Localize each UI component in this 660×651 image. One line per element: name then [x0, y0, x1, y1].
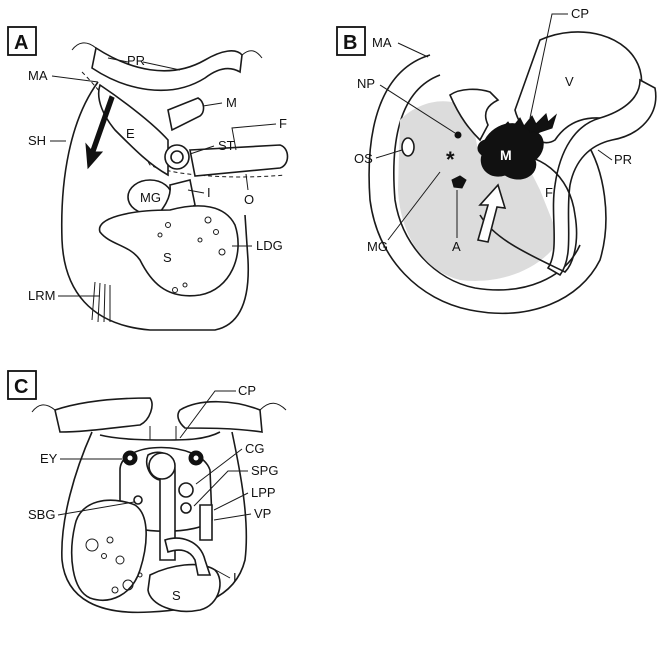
label-a-m: M	[226, 95, 237, 110]
leader-b-ma	[398, 43, 428, 57]
leader-a-o	[246, 174, 248, 190]
panel-b-nephropore	[455, 132, 461, 138]
panel-a-letter: A	[14, 32, 28, 54]
panel-c-pleuropedal-tube	[200, 505, 212, 540]
leader-b-pr	[598, 150, 612, 160]
leader-a-m	[203, 103, 222, 106]
label-a-ldg: LDG	[256, 238, 283, 253]
label-a-f: F	[279, 116, 287, 131]
panel-b-letter: B	[343, 32, 357, 54]
panel-c-supraesophageal-ganglion	[181, 503, 191, 513]
panel-c-digestive-gland	[72, 500, 146, 600]
label-b-pr: PR	[614, 152, 632, 167]
label-b-os: OS	[354, 151, 373, 166]
label-b-f: F	[545, 185, 553, 200]
label-b-v: V	[565, 74, 574, 89]
label-a-s: S	[163, 250, 172, 265]
label-a-lrm: LRM	[28, 288, 55, 303]
label-c-i: I	[233, 570, 237, 585]
panel-a: A PR MA M F	[8, 27, 288, 330]
panel-c-eye-right-lens	[194, 456, 199, 461]
label-a-st: ST	[218, 138, 235, 153]
label-c-spg: SPG	[251, 463, 278, 478]
label-b-mg: MG	[367, 239, 388, 254]
panel-b: B CP MA NP V M OS	[337, 6, 656, 313]
label-c-cp: CP	[238, 383, 256, 398]
panel-c-inner-body	[100, 432, 220, 440]
panel-b-osphradium	[402, 138, 414, 156]
leader-a-ma	[52, 76, 98, 82]
label-a-sh: SH	[28, 133, 46, 148]
label-a-mg: MG	[140, 190, 161, 205]
panel-c-cerebral-ganglion	[179, 483, 193, 497]
panel-c-eye-left-lens	[128, 456, 133, 461]
panel-c-cerebral-link	[150, 426, 176, 440]
panel-a-motion-arrow	[86, 96, 114, 168]
label-c-sbg: SBG	[28, 507, 55, 522]
label-c-vp: VP	[254, 506, 271, 521]
label-b-m: M	[500, 147, 512, 163]
leader-c-lpp	[214, 493, 248, 510]
panel-c: C CP	[8, 371, 286, 612]
panel-c-letter: C	[14, 376, 28, 398]
label-c-lpp: LPP	[251, 485, 276, 500]
label-b-asterisk: *	[446, 147, 455, 172]
label-a-ma: MA	[28, 68, 48, 83]
label-a-pr: PR	[127, 53, 145, 68]
panel-a-mouth	[168, 98, 204, 130]
panel-c-subesophageal-ganglion	[134, 496, 142, 504]
label-c-ey: EY	[40, 451, 58, 466]
panel-c-velum-right	[178, 402, 262, 432]
label-a-o: O	[244, 192, 254, 207]
panel-c-velum-left	[55, 398, 152, 432]
label-c-m: M	[155, 459, 167, 475]
label-a-i: I	[207, 185, 211, 200]
label-b-cp: CP	[571, 6, 589, 21]
panel-a-statocyst-inner	[171, 151, 183, 163]
panel-a-prototroch	[92, 48, 242, 90]
label-c-s: S	[172, 588, 181, 603]
label-c-cg: CG	[245, 441, 265, 456]
leader-b-os	[376, 150, 402, 158]
label-b-a: A	[452, 239, 461, 254]
label-b-np: NP	[357, 76, 375, 91]
label-a-e: E	[126, 126, 135, 141]
label-b-ma: MA	[372, 35, 392, 50]
